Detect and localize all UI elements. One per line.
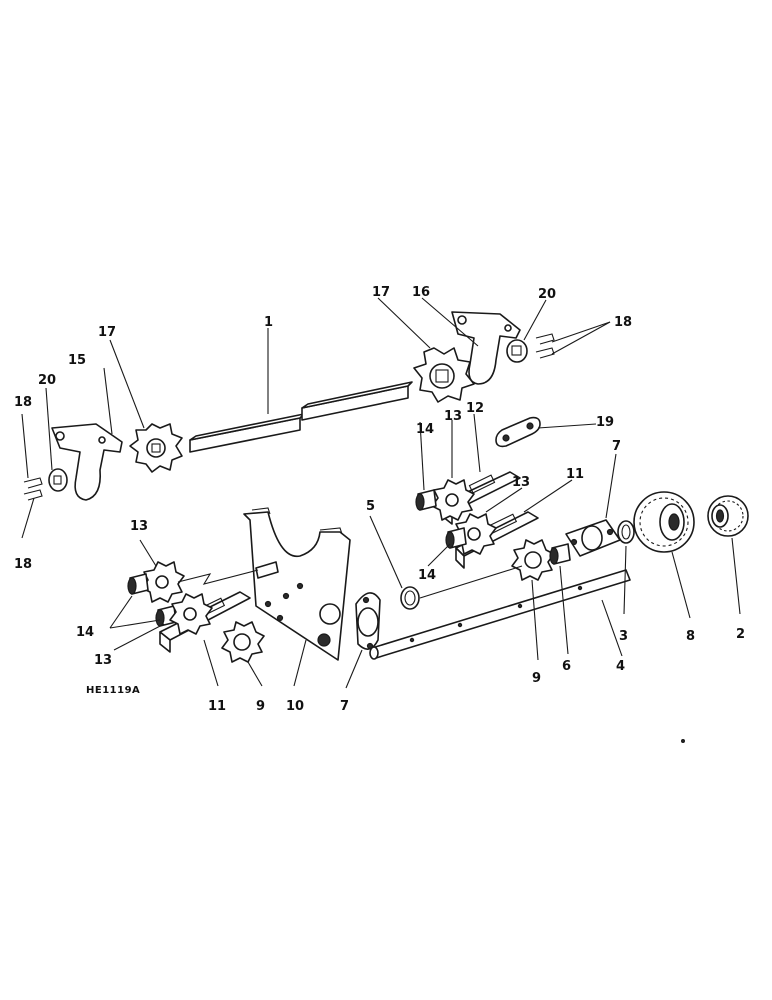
callout-5: 5 [366, 499, 375, 514]
bar-part-1 [189, 381, 413, 453]
callout-14-right: 14 [418, 568, 436, 583]
sprocket-hub-right-part-9 [511, 539, 555, 581]
ring-part-5 [400, 586, 420, 610]
callout-12: 12 [466, 401, 484, 416]
figure-id: HE1119A [86, 685, 140, 696]
assembly-guide-lines [177, 565, 523, 599]
callout-11-right: 11 [566, 467, 584, 482]
ring-part-3 [617, 520, 635, 544]
callout-17-right: 17 [372, 285, 390, 300]
callout-4: 4 [616, 659, 625, 674]
bushing-left-upper-part-14 [127, 573, 149, 595]
callout-1: 1 [264, 315, 273, 330]
callout-2: 2 [736, 627, 745, 642]
side-plate-part-10 [243, 507, 351, 661]
callout-13-left: 13 [130, 519, 148, 534]
callout-7-right: 7 [612, 439, 621, 454]
bearing-hanger-right-part-16 [451, 311, 521, 385]
speck [680, 738, 685, 743]
bearing-hanger-left-part-15 [51, 423, 123, 501]
connector-link-part-19 [495, 416, 541, 448]
callout-17-left: 17 [98, 325, 116, 340]
sprocket-left-part-17 [129, 423, 183, 473]
sprocket-right-part-17 [413, 347, 475, 403]
gear-part-8 [633, 491, 695, 553]
idler-sprocket-left-part-13 [141, 561, 185, 603]
callout-labels: 1 17 16 20 18 19 14 13 12 13 11 14 7 5 7… [14, 285, 745, 714]
pin-left [255, 561, 279, 579]
callout-3: 3 [619, 629, 628, 644]
callout-6: 6 [562, 659, 571, 674]
sprocket-hub-left-part-9 [221, 621, 265, 663]
callout-13-right: 13 [512, 475, 530, 490]
clips-right-part-18 [535, 333, 555, 359]
callout-14-left: 14 [76, 625, 94, 640]
callout-20-left: 20 [38, 373, 56, 388]
callout-14-upper: 14 [416, 422, 434, 437]
leader-lines [21, 297, 741, 689]
callout-18-right: 18 [614, 315, 632, 330]
callout-7-left: 7 [340, 699, 349, 714]
bushing-upper-part-14 [415, 489, 437, 511]
drive-shaft-part-4 [369, 569, 631, 660]
callout-20-right: 20 [538, 287, 556, 302]
callout-9-right: 9 [532, 671, 541, 686]
callout-18-lower-left: 18 [14, 557, 32, 572]
callout-13-upper: 13 [444, 409, 462, 424]
callout-15: 15 [68, 353, 86, 368]
callout-11-left: 11 [208, 699, 226, 714]
washer-right-part-20 [506, 339, 528, 363]
callout-13-lower-left: 13 [94, 653, 112, 668]
flange-bearing-left-part-7 [355, 592, 381, 650]
callout-10: 10 [286, 699, 304, 714]
collar-part-6 [549, 543, 571, 565]
flange-bearing-right-part-7 [565, 519, 621, 557]
callout-18-upper-left: 18 [14, 395, 32, 410]
bushing-right-part-14 [445, 527, 467, 549]
callout-19: 19 [596, 415, 614, 430]
clips-left-part-18 [23, 477, 43, 501]
gear-part-2 [707, 495, 749, 537]
idler-sprocket-upper-part-13 [431, 479, 475, 521]
callout-8: 8 [686, 629, 695, 644]
callout-16: 16 [412, 285, 430, 300]
idler-sprocket-lower-left-part-13 [169, 593, 213, 635]
washer-left-part-20 [48, 468, 68, 492]
callout-9-left: 9 [256, 699, 265, 714]
